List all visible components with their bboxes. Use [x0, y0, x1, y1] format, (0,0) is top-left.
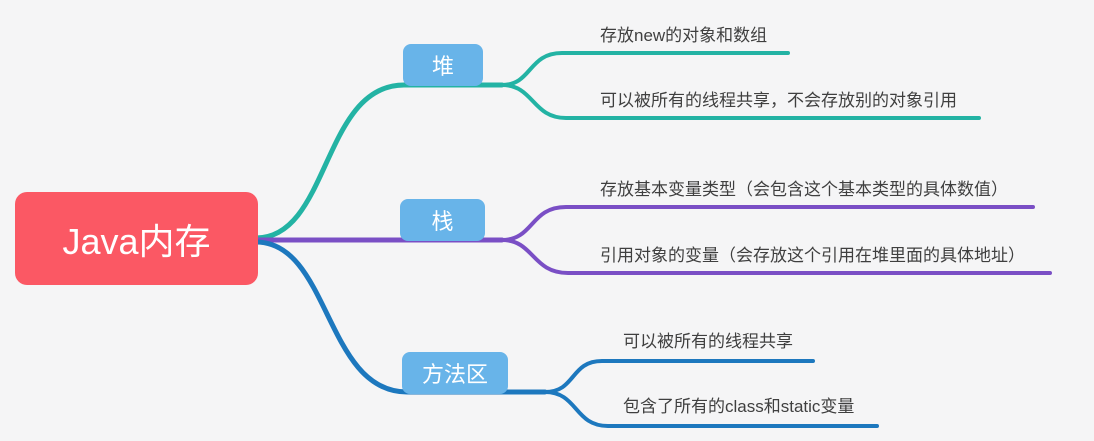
root-node-java-memory[interactable]: Java内存 [15, 192, 258, 285]
leaf-curve-method-2 [543, 390, 879, 428]
leaf-curve-stack-1 [500, 205, 1035, 242]
leaf-stack-2[interactable]: 引用对象的变量（会存放这个引用在堆里面的具体地址） [600, 246, 1025, 265]
branch-curve-method [253, 239, 548, 395]
leaf-curve-stack-2 [500, 238, 1052, 275]
branch-curve-heap [253, 82, 505, 241]
leaf-curve-method-1 [543, 359, 815, 394]
branch-node-heap-label: 堆 [431, 54, 454, 79]
branch-node-heap[interactable]: 堆 [403, 44, 483, 86]
leaf-method-2[interactable]: 包含了所有的class和static变量 [623, 397, 855, 416]
root-node-label: Java内存 [62, 220, 211, 262]
leaf-curve-heap-1 [500, 51, 790, 87]
leaf-curve-heap-2 [500, 83, 981, 120]
branch-node-method-area-label: 方法区 [421, 362, 488, 387]
branch-node-stack-label: 栈 [431, 209, 454, 234]
branch-node-stack[interactable]: 栈 [400, 199, 485, 241]
leaf-heap-1[interactable]: 存放new的对象和数组 [600, 26, 768, 45]
branch-node-method-area[interactable]: 方法区 [402, 352, 508, 394]
leaf-method-1[interactable]: 可以被所有的线程共享 [623, 332, 793, 351]
leaf-heap-2[interactable]: 可以被所有的线程共享，不会存放别的对象引用 [600, 91, 957, 110]
leaf-stack-1[interactable]: 存放基本变量类型（会包含这个基本类型的具体数值） [600, 180, 1008, 199]
